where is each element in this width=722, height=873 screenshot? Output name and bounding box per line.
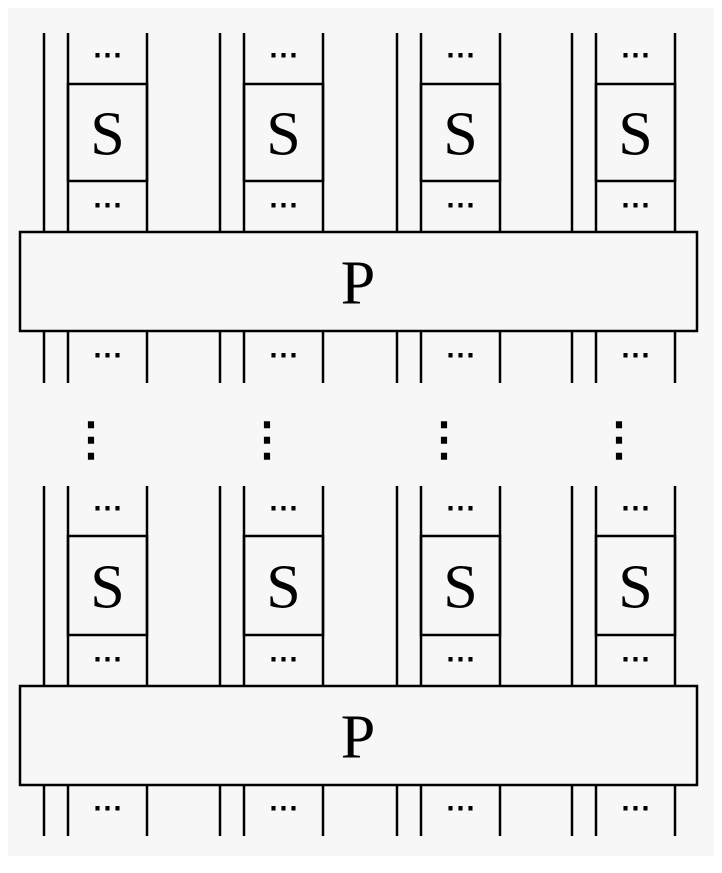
s-box <box>419 534 502 637</box>
wire-ellipsis: ⋯ <box>621 492 651 525</box>
wire-ellipsis: ⋯ <box>621 39 651 72</box>
s-box-label: S <box>266 101 300 169</box>
wire-ellipsis: ⋯ <box>93 39 123 72</box>
s-box-label: S <box>618 101 652 169</box>
s-box-label: S <box>266 554 300 622</box>
s-box-label: S <box>90 101 124 169</box>
s-box <box>242 534 325 637</box>
vertical-ellipsis: ⋮ <box>596 414 642 465</box>
p-box <box>18 684 699 787</box>
s-box <box>66 82 149 183</box>
wire-ellipsis: ⋯ <box>93 189 123 222</box>
wire-ellipsis: ⋯ <box>446 643 476 676</box>
vertical-ellipsis: ⋮ <box>244 414 290 465</box>
wire-ellipsis: ⋯ <box>93 492 123 525</box>
wire-ellipsis: ⋯ <box>446 189 476 222</box>
s-box-label: S <box>90 554 124 622</box>
wire-ellipsis: ⋯ <box>269 339 299 372</box>
s-box <box>594 534 677 637</box>
wire-ellipsis: ⋯ <box>446 492 476 525</box>
wire-ellipsis: ⋯ <box>269 492 299 525</box>
s-box-label: S <box>618 554 652 622</box>
vertical-ellipsis: ⋮ <box>68 414 114 465</box>
s-box <box>419 82 502 183</box>
p-box-label: P <box>341 250 375 318</box>
wire-ellipsis: ⋯ <box>446 39 476 72</box>
wire-ellipsis: ⋯ <box>621 792 651 825</box>
wire-ellipsis: ⋯ <box>446 339 476 372</box>
p-box <box>18 230 699 333</box>
s-box-label: S <box>443 554 477 622</box>
wire-ellipsis: ⋯ <box>269 792 299 825</box>
wire-ellipsis: ⋯ <box>93 792 123 825</box>
s-box <box>594 82 677 183</box>
wire-ellipsis: ⋯ <box>269 643 299 676</box>
s-box <box>242 82 325 183</box>
s-box-label: S <box>443 101 477 169</box>
wire-ellipsis: ⋯ <box>446 792 476 825</box>
wire-ellipsis: ⋯ <box>93 339 123 372</box>
wire-ellipsis: ⋯ <box>621 643 651 676</box>
wire-ellipsis: ⋯ <box>93 643 123 676</box>
wire-ellipsis: ⋯ <box>269 189 299 222</box>
p-box-label: P <box>341 704 375 772</box>
wire-ellipsis: ⋯ <box>269 39 299 72</box>
vertical-ellipsis: ⋮ <box>421 414 467 465</box>
s-box <box>66 534 149 637</box>
wire-ellipsis: ⋯ <box>621 189 651 222</box>
wire-ellipsis: ⋯ <box>621 339 651 372</box>
